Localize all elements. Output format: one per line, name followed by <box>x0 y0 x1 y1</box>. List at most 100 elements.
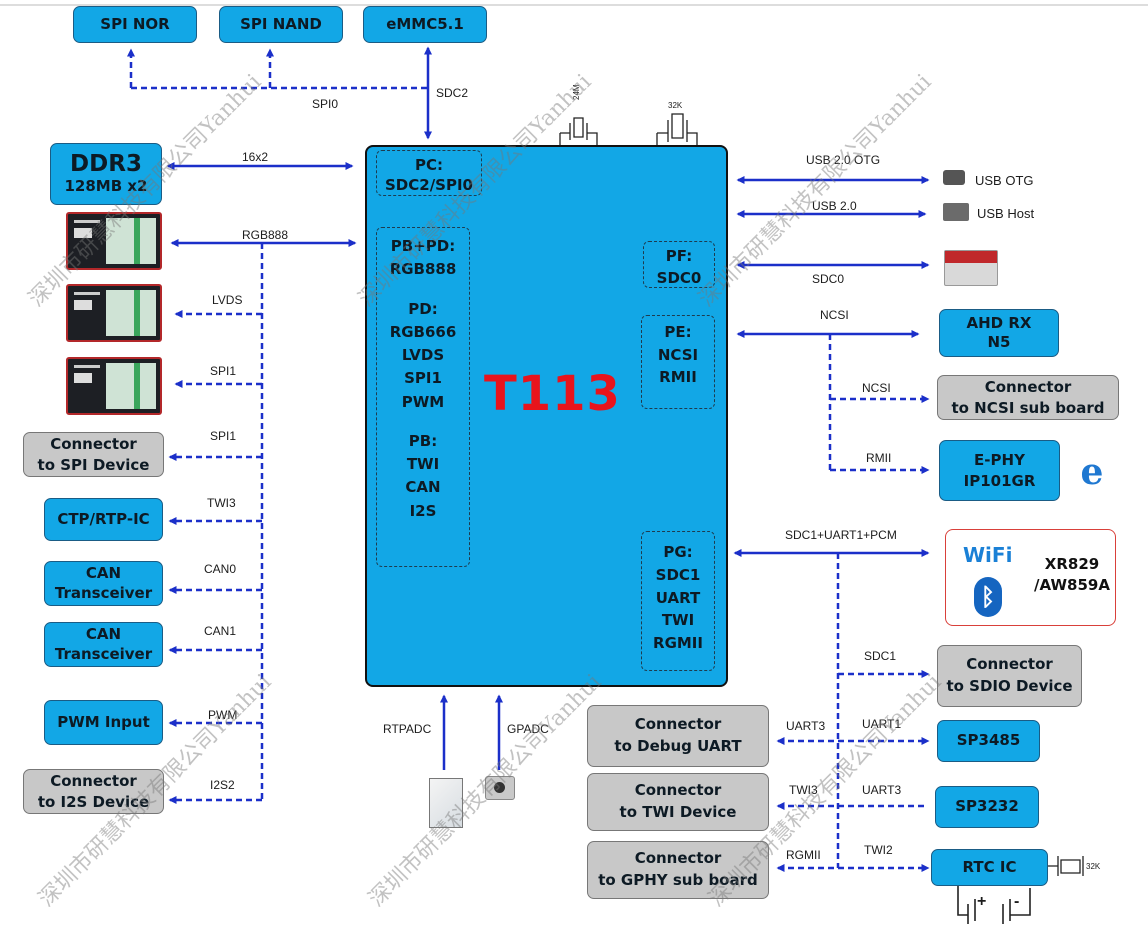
usb-host-label: USB Host <box>977 206 1035 221</box>
ncsi-board-box: Connector to NCSI sub board <box>937 375 1119 420</box>
sp3485-label: SP3485 <box>956 731 1021 750</box>
pd-spi1: SPI1 <box>404 369 442 388</box>
spi-device-box: Connector to SPI Device <box>23 432 164 477</box>
group-pe: PE: NCSI RMII <box>641 315 715 409</box>
ahd-l1: AHD RX <box>966 313 1032 332</box>
ephy-l2: IP101GR <box>963 471 1036 490</box>
pg-line-label: SDC1+UART1+PCM <box>785 528 897 542</box>
pwm-input-box: PWM Input <box>44 700 163 745</box>
crystal-32k-rtc <box>1048 856 1084 876</box>
pe-rmii: RMII <box>659 368 697 386</box>
rtc-32k-label: 32K <box>1086 862 1101 871</box>
pd-rgb666: RGB666 <box>389 322 457 341</box>
pg-uart: UART <box>655 588 701 607</box>
ddr3-size: 128MB x2 <box>64 176 148 195</box>
sdio-l1: Connector <box>966 655 1053 674</box>
spi1-label-b: SPI1 <box>210 429 237 443</box>
ctp-label: CTP/RTP-IC <box>57 509 150 528</box>
pwm-label: PWM <box>208 708 238 722</box>
pf-title: PF: <box>665 247 693 265</box>
rgb888-label: RGB888 <box>242 228 289 242</box>
bus16-label: 16x2 <box>242 150 269 164</box>
can-a-l2: Transceiver <box>54 583 153 602</box>
module-l2: /AW859A <box>1034 576 1110 594</box>
sdc0-label: SDC0 <box>812 272 845 286</box>
pe-ncsi: NCSI <box>657 345 699 364</box>
pwm-input-label: PWM Input <box>57 712 150 731</box>
usb-otg-icon <box>943 170 965 185</box>
pg-sdc1: SDC1 <box>655 565 701 584</box>
ctp-box: CTP/RTP-IC <box>44 498 163 541</box>
crystal-32k-label: 32K <box>668 101 683 110</box>
gphy-l2: to GPHY sub board <box>598 871 758 889</box>
wifi-icon: WiFi <box>963 543 1013 567</box>
pbpd-rgb888: RGB888 <box>389 260 457 279</box>
lcd-screen-rgb <box>66 212 162 270</box>
sdc1-label: SDC1 <box>864 649 897 663</box>
ephy-box: E-PHY IP101GR <box>939 440 1060 501</box>
pb-can: CAN <box>405 478 441 497</box>
uart3-label-a: UART3 <box>786 719 826 733</box>
rtpadc-label: RTPADC <box>383 722 432 736</box>
rgmii-label: RGMII <box>786 848 821 862</box>
debug-uart-l1: Connector <box>634 715 722 734</box>
ncsi-branch-label: NCSI <box>862 381 891 395</box>
emmc-box: eMMC5.1 <box>363 6 487 43</box>
t113-chip <box>365 145 728 687</box>
pe-title: PE: <box>664 323 692 341</box>
pc-funcs: SDC2/SPI0 <box>385 176 473 195</box>
pd-pwm: PWM <box>401 392 445 411</box>
spi-device-l1: Connector <box>50 435 137 454</box>
pc-title: PC: <box>414 156 443 174</box>
pg-title: PG: <box>663 543 693 561</box>
spi1-label-a: SPI1 <box>210 364 237 378</box>
group-pg: PG: SDC1 UART TWI RGMII <box>641 531 715 671</box>
emmc-label: eMMC5.1 <box>386 14 464 33</box>
crystal-24m <box>559 117 598 145</box>
spi-nor-label: SPI NOR <box>100 14 170 33</box>
gpadc-label: GPADC <box>507 722 549 736</box>
ddr3-box: DDR3 128MB x2 <box>50 143 162 205</box>
pd-title: PD: <box>408 299 438 318</box>
sp3232-label: SP3232 <box>955 797 1019 816</box>
uart3-label-b: UART3 <box>862 783 902 797</box>
battery-symbol <box>957 888 1031 924</box>
twi-device-box: Connector to TWI Device <box>587 773 769 831</box>
can-transceiver-b: CAN Transceiver <box>44 622 163 667</box>
pb-title: PB: <box>408 431 438 450</box>
rtc-label: RTC IC <box>962 857 1017 876</box>
battery-plus: + <box>977 893 987 910</box>
debug-uart-box: Connector to Debug UART <box>587 705 769 767</box>
chip-title: T113 <box>484 366 621 422</box>
i2s2-label: I2S2 <box>210 778 235 792</box>
gphy-box: Connector to GPHY sub board <box>587 841 769 899</box>
bluetooth-icon: ᛒ <box>974 577 1002 617</box>
twi3-right-label: TWI3 <box>789 783 818 797</box>
spi-device-l2: to SPI Device <box>37 455 150 474</box>
usb-otg-label: USB OTG <box>975 173 1034 188</box>
sdio-box: Connector to SDIO Device <box>937 645 1082 707</box>
can1-label: CAN1 <box>204 624 237 638</box>
crystal-32k <box>656 113 698 145</box>
pbpd-title: PB+PD: <box>390 237 456 255</box>
module-name: XR829 /AW859A <box>1032 554 1112 596</box>
can-b-l1: CAN <box>85 625 122 643</box>
lcd-screen-spi <box>66 357 162 415</box>
usb-otg-line-label: USB 2.0 OTG <box>806 153 881 167</box>
module-l1: XR829 <box>1044 555 1100 573</box>
ahd-l2: N5 <box>987 333 1011 351</box>
pf-sdc0: SDC0 <box>656 268 702 287</box>
ncsi-board-l1: Connector <box>984 378 1072 397</box>
usb2-line-label: USB 2.0 <box>812 199 857 213</box>
i2s-device-l2: to I2S Device <box>37 792 150 811</box>
ncsi-board-l2: to NCSI sub board <box>951 398 1105 417</box>
sp3485-box: SP3485 <box>937 720 1040 762</box>
gphy-l1: Connector <box>634 849 722 868</box>
rmii-label: RMII <box>866 451 892 465</box>
sdio-l2: to SDIO Device <box>946 677 1073 695</box>
can0-label: CAN0 <box>204 562 237 576</box>
pd-lvds: LVDS <box>401 346 445 364</box>
tact-button-icon <box>485 776 515 800</box>
battery-minus: - <box>1014 893 1020 910</box>
